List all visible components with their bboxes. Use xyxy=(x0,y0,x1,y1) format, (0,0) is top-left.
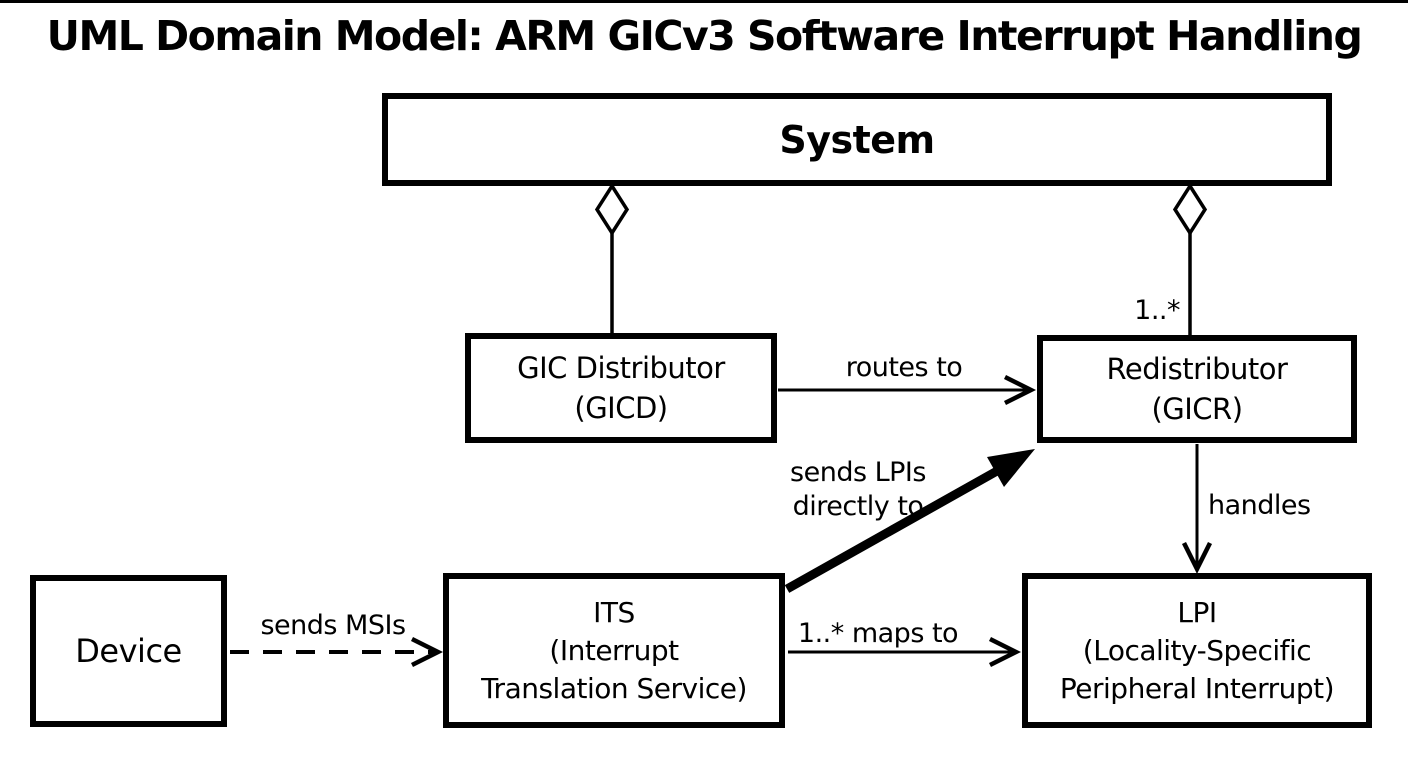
class-label-line: Translation Service) xyxy=(481,671,747,705)
class-label-line: System xyxy=(779,117,935,162)
class-label-line: (Locality-Specific xyxy=(1082,633,1312,667)
edge-label-routes-to: routes to xyxy=(845,352,963,383)
class-label-line: ITS xyxy=(593,595,635,629)
class-box-gic-distributor: GIC Distributor (GICD) xyxy=(465,333,777,443)
aggregation-diamond-gicr-icon xyxy=(1172,182,1208,237)
edge-label-sends-lpis: sends LPIs directly to xyxy=(790,456,926,524)
class-label-line: Device xyxy=(75,632,182,670)
handles-arrowhead-icon xyxy=(1181,541,1213,575)
sends-lpis-arrowhead-icon xyxy=(987,449,1035,487)
class-box-redistributor: Redistributor (GICR) xyxy=(1037,335,1357,443)
class-box-lpi: LPI (Locality-Specific Peripheral Interr… xyxy=(1022,573,1372,728)
diagram-title: UML Domain Model: ARM GICv3 Software Int… xyxy=(46,12,1363,60)
edge-label-sends-msis: sends MSIs xyxy=(260,610,406,641)
class-label-line: Redistributor xyxy=(1106,352,1288,386)
class-label-line: Peripheral Interrupt) xyxy=(1059,671,1335,705)
class-label-line: (GICR) xyxy=(1151,392,1243,426)
class-box-device: Device xyxy=(30,575,227,727)
sends-msis-arrowhead-icon xyxy=(410,636,444,668)
class-label-line: (Interrupt xyxy=(549,633,679,667)
multiplicity-label-gicr: 1..* xyxy=(1134,295,1180,326)
edge-label-line: sends LPIs xyxy=(790,457,926,488)
edge-label-line: directly to xyxy=(792,491,924,522)
maps-to-arrowhead-icon xyxy=(988,636,1022,668)
class-box-system: System xyxy=(382,93,1332,186)
edge-label-maps-to: 1..* maps to xyxy=(797,618,959,649)
class-box-its: ITS (Interrupt Translation Service) xyxy=(443,573,785,728)
top-border-line xyxy=(0,0,1408,3)
class-label-line: GIC Distributor xyxy=(517,351,725,385)
class-label-line: (GICD) xyxy=(574,391,668,425)
class-label-line: LPI xyxy=(1177,595,1217,629)
aggregation-diamond-gicd-icon xyxy=(594,182,630,237)
routes-to-arrowhead-icon xyxy=(1003,374,1037,406)
edge-label-handles: handles xyxy=(1208,490,1311,521)
